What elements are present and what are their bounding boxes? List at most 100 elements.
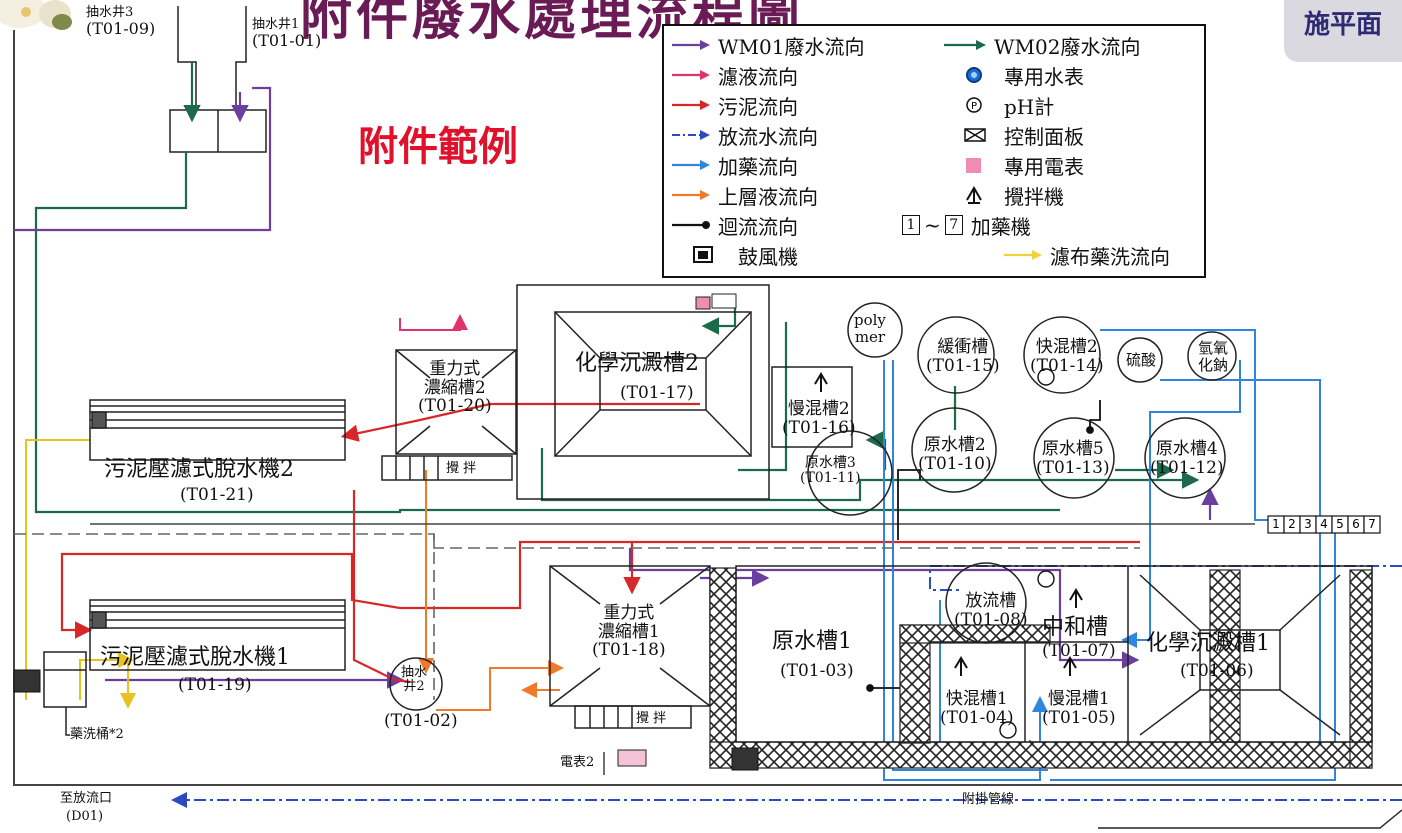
electric-meter-2: [617, 749, 647, 767]
doser-range-separator: ~: [924, 213, 941, 237]
supernatant-flow-lines: [418, 470, 564, 711]
legend-item-dosers: 1 ~ 7 加藥機: [902, 212, 1031, 239]
recycle-line-icon: [672, 221, 710, 229]
legend-item-wm01: WM01廢水流向: [672, 32, 865, 59]
legend-label: 濾液流向: [718, 64, 798, 89]
wm02-arrow-icon: [944, 40, 986, 50]
legend-item-mixer: 攪拌機: [964, 182, 1064, 209]
mixer-icon: [966, 186, 982, 204]
legend-label: 加藥機: [970, 214, 1031, 239]
legend-label: 專用水表: [1004, 64, 1084, 89]
legend-label: WM01廢水流向: [718, 34, 865, 59]
legend-label: 污泥流向: [718, 94, 798, 119]
legend-label: 加藥流向: [718, 154, 798, 179]
belt-press-1-drawing: [89, 599, 346, 671]
electric-meter-icon: [966, 158, 981, 173]
pump-well-2: [389, 657, 443, 711]
legend-label: 上層液流向: [718, 184, 818, 209]
wash-flow-lines: [25, 439, 136, 709]
pump-well-1-3-box: [169, 6, 267, 153]
corner-tag-text: 施平面: [1304, 10, 1383, 40]
legend-item-wm02: WM02廢水流向: [944, 32, 1140, 59]
doser-digit: 6: [1352, 517, 1360, 531]
blower-icon: [693, 246, 713, 263]
neutralization-tank-label: 中和槽: [1042, 615, 1109, 640]
raw-tank-1-code: (T01-03): [780, 661, 854, 681]
doser-digit: 3: [1304, 517, 1312, 531]
legend-label: pH計: [1004, 94, 1055, 119]
electric-meter-1: [695, 296, 711, 310]
rapid-mix-1-label: 快混槽1(T01-04): [940, 689, 1014, 728]
legend-label: 控制面板: [1004, 124, 1084, 149]
thickener-1-mark: 攪 拌: [636, 711, 667, 726]
filtrate-arrow-icon: [672, 70, 710, 80]
doser-digit: 5: [1336, 517, 1344, 531]
doser-range-start-box: 1: [902, 215, 920, 235]
sample-label: 附件範例: [358, 124, 518, 170]
ph-meter-icon: P: [966, 97, 982, 113]
electric-meter-2-label: 電表2: [560, 755, 595, 770]
raw-tank-1-label: 原水槽1: [772, 629, 852, 654]
attached-pipe-label: 附掛管線: [962, 792, 1015, 807]
discharge-arrow-icon: [672, 130, 710, 140]
legend-label: 迴流流向: [718, 214, 798, 239]
neutralization-tank-code: (T01-07): [1042, 641, 1116, 661]
well-3-label: 抽水井3(T01-09): [86, 5, 156, 39]
rapid-mix-2-label: 快混槽2(T01-14): [1030, 337, 1104, 376]
well-1-label: 抽水井1(T01-01): [252, 17, 322, 51]
blower-left: [13, 669, 41, 693]
legend-label: 放流水流向: [718, 124, 818, 149]
raw-tank-5-label: 原水槽5(T01-13): [1036, 439, 1110, 478]
legend-item-discharge: 放流水流向: [672, 122, 818, 149]
belt-press-1-code: (T01-19): [178, 675, 252, 695]
legend-item-recycle: 迴流流向: [672, 212, 798, 239]
legend-item-wash: 濾布藥洗流向: [1004, 242, 1170, 269]
raw-tank-4-label: 原水槽4(T01-12): [1150, 439, 1224, 478]
outfall-bracket: [1098, 809, 1402, 829]
flower-decoration: [0, 0, 72, 30]
acid-label: 硫酸: [1126, 351, 1157, 369]
chem-sed-2-code: (T01-17): [620, 383, 694, 403]
corner-tag: 施平面: [1284, 0, 1402, 62]
mixer-icons: [814, 372, 1083, 676]
chemical-sedimentation-tank-2: [516, 284, 770, 500]
discharge-tank-label: 放流槽(T01-08): [954, 591, 1028, 630]
filtrate-flow-lines: [399, 314, 468, 331]
slow-mix-tank-2: [771, 366, 853, 448]
water-meter-icon: [966, 67, 982, 83]
outfall-label: 至放流口: [60, 791, 113, 806]
chemical-sedimentation-tank-1: [1139, 574, 1341, 736]
legend-item-meter: 專用水表: [964, 62, 1084, 89]
ph-meters: [999, 368, 1055, 739]
legend-item-filtrate: 濾液流向: [672, 62, 798, 89]
legend-box: WM01廢水流向 WM02廢水流向 濾液流向 專用水表 污泥流向 P pH計 放…: [662, 24, 1206, 278]
svg-text:P: P: [971, 101, 977, 112]
doser-digit: 7: [1368, 517, 1376, 531]
chem-sed-1-code: (T01-06): [1180, 661, 1254, 681]
discharge-tank: [945, 562, 1027, 644]
legend-item-sludge: 污泥流向: [672, 92, 798, 119]
slow-mix-1-label: 慢混槽1(T01-05): [1042, 689, 1116, 728]
slow-mix-2-label: 慢混槽2(T01-16): [782, 399, 856, 438]
wash-bucket-label: 藥洗桶*2: [70, 727, 124, 742]
blower-bottom: [731, 747, 759, 771]
doser-digit: 1: [1272, 517, 1280, 531]
doser-boxes: [1267, 515, 1381, 534]
legend-item-dosing: 加藥流向: [672, 152, 798, 179]
legend-label: 鼓風機: [738, 244, 798, 269]
doser-digit-row: 1 2 3 4 5 6 7: [1268, 516, 1380, 533]
belt-press-2-label: 污泥壓濾式脫水機2: [104, 457, 294, 482]
wash-arrow-icon: [1004, 250, 1042, 260]
legend-item-supernatant: 上層液流向: [672, 182, 818, 209]
raw-tank-1-outline: [735, 565, 1373, 743]
pump-well-2-label: 抽水井2: [401, 665, 428, 695]
wm01-flow-lines: [14, 86, 1219, 689]
pump-well-2-code: (T01-02): [384, 711, 458, 731]
wash-bucket: [43, 651, 87, 736]
belt-press-2-code: (T01-21): [180, 485, 254, 505]
doser-digit: 2: [1288, 517, 1296, 531]
dosing-arrow-icon: [672, 160, 710, 170]
legend-item-emeter: 專用電表: [964, 152, 1084, 179]
